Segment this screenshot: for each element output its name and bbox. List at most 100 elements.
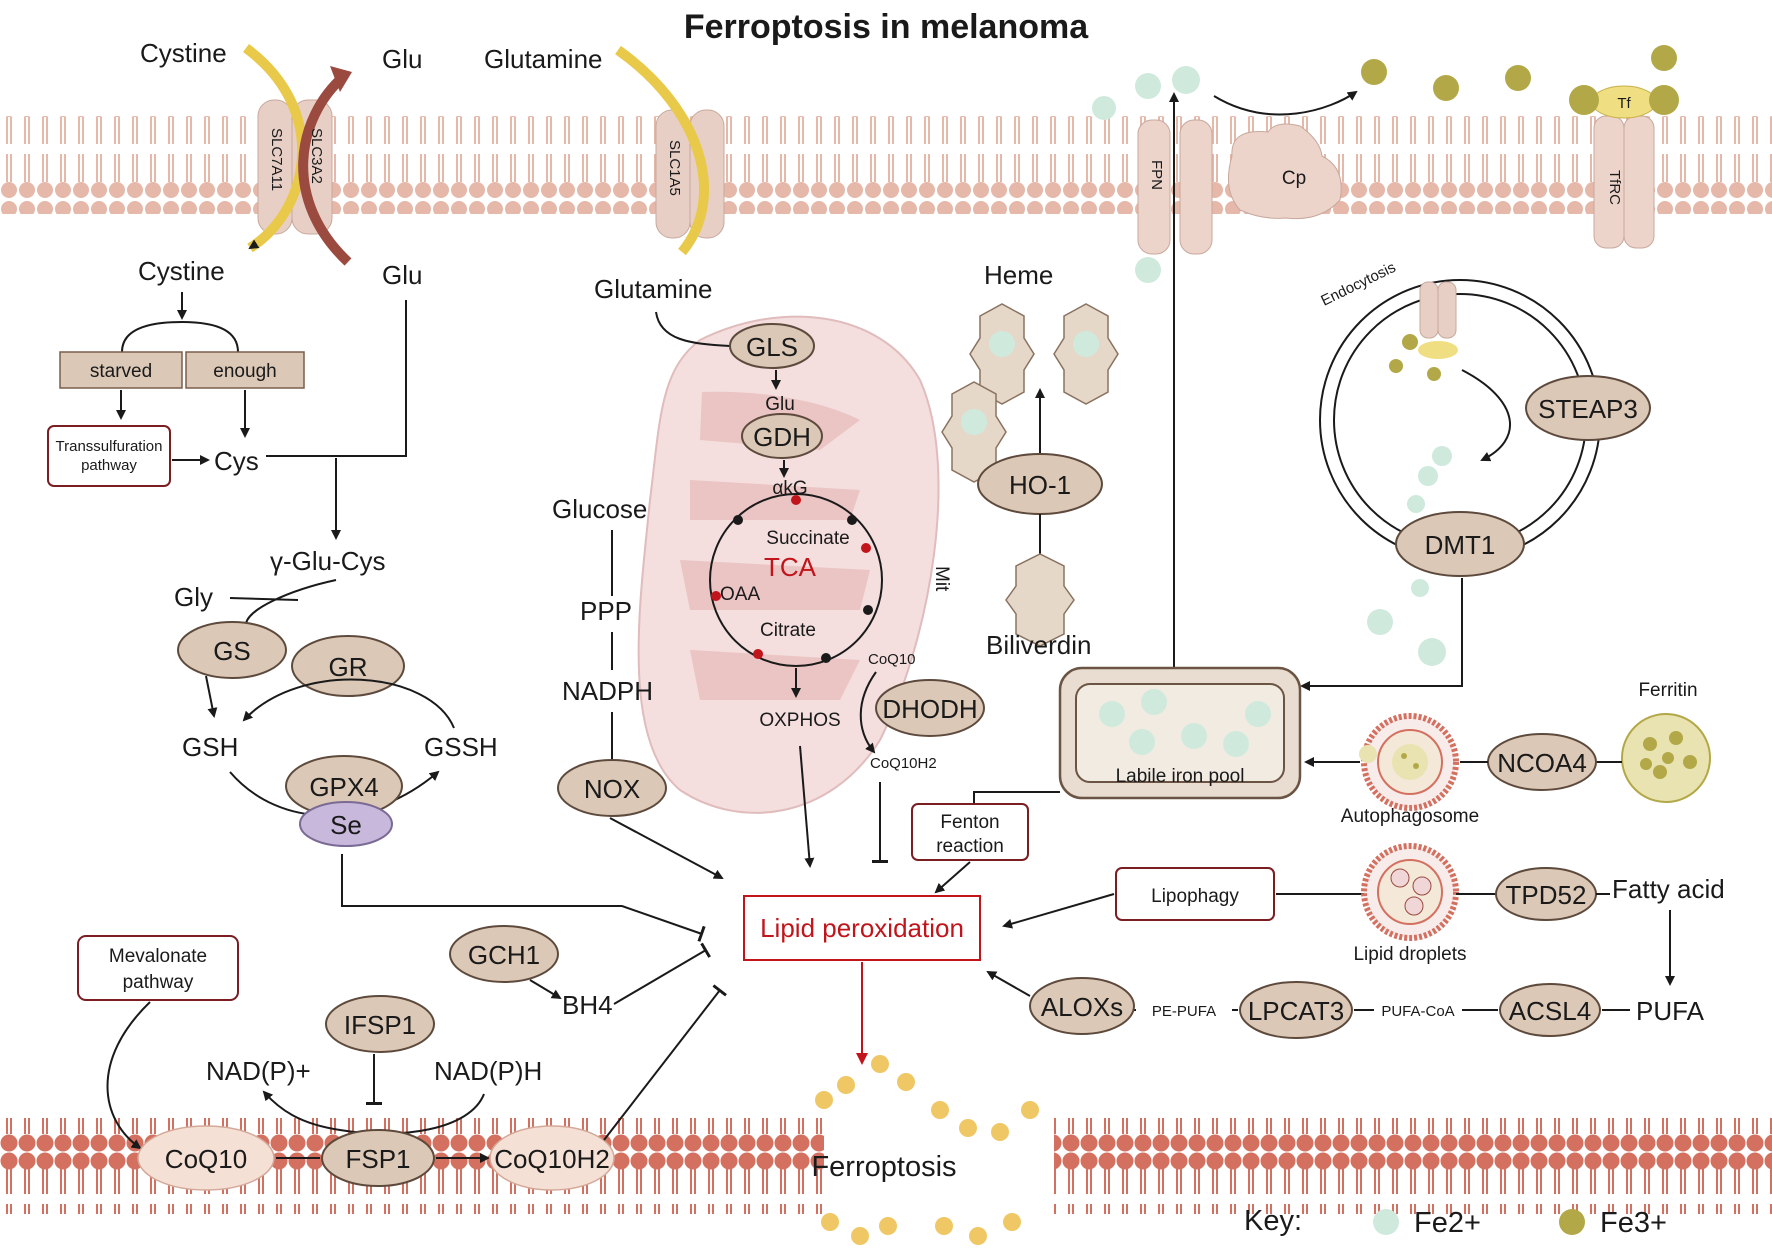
cp-protein: Cp	[1227, 123, 1342, 220]
heme-label: Heme	[984, 260, 1053, 290]
ifsp1-label: IFSP1	[344, 1010, 416, 1040]
ferroptosis-label: Ferroptosis	[811, 1151, 956, 1183]
autophagosome-label: Autophagosome	[1341, 806, 1479, 827]
mevalonate-box	[77, 935, 239, 1001]
fpn-transporter: FPN	[1137, 119, 1213, 255]
bh4-label: BH4	[562, 990, 613, 1020]
dhodh-label: DHODH	[882, 694, 977, 724]
dhodh-enzyme	[875, 679, 985, 737]
succinate-label: Succinate	[766, 528, 849, 549]
lipid-peroxidation-label: Lipid peroxidation	[760, 913, 964, 943]
fsp1-coq10h2-label: CoQ10H2	[494, 1144, 610, 1174]
enough-label: enough	[213, 361, 276, 382]
biliverdin-label: Biliverdin	[986, 630, 1092, 660]
cp-label: Cp	[1282, 168, 1306, 189]
coq10h2-membrane-node	[489, 1125, 615, 1191]
ppp-label: PPP	[580, 596, 632, 626]
endosome	[1319, 279, 1601, 561]
key-fe2-label: Fe2+	[1414, 1207, 1481, 1239]
gly-label: Gly	[174, 582, 213, 612]
tca-cycle-ring	[709, 493, 883, 667]
extracellular-fe3-ions	[1361, 45, 1677, 101]
nox-label: NOX	[584, 774, 640, 804]
gdh-label: GDH	[753, 422, 811, 452]
key-fe3-label: Fe3+	[1600, 1207, 1667, 1239]
fatty-acid-label: Fatty acid	[1612, 874, 1725, 904]
glutamine-import-arrow	[615, 45, 709, 256]
lipophagy-label: Lipophagy	[1151, 886, 1239, 907]
gr-label: GR	[329, 652, 368, 682]
mito-glutamine-label: Glutamine	[594, 274, 713, 304]
acsl4-enzyme	[1499, 983, 1601, 1037]
ifsp1-inhibitor	[325, 995, 435, 1053]
fsp1-label: FSP1	[345, 1144, 410, 1174]
biliverdin-molecule	[1005, 553, 1075, 647]
nox-enzyme	[557, 759, 667, 817]
acsl4-label: ACSL4	[1509, 996, 1591, 1026]
autophagosome	[1359, 713, 1459, 811]
steap3-enzyme	[1525, 375, 1651, 441]
key-label: Key:	[1244, 1205, 1302, 1237]
mevalonate-line2: pathway	[123, 972, 194, 993]
lpcat3-label: LPCAT3	[1248, 996, 1344, 1026]
slc7a11-label: SLC7A11	[268, 128, 285, 191]
key-fe3-swatch	[1559, 1209, 1585, 1235]
slc1a5-transporter: SLC1A5	[615, 45, 725, 256]
gamma-glu-cys-label: γ-Glu-Cys	[270, 546, 386, 576]
gs-label: GS	[213, 636, 251, 666]
oxphos-label: OXPHOS	[759, 710, 840, 731]
nadp-plus-label: NAD(P)+	[206, 1056, 311, 1086]
gsh-label: GSH	[182, 732, 238, 762]
se-cofactor	[299, 801, 393, 847]
pe-pufa-label: PE-PUFA	[1152, 1003, 1216, 1020]
cytosolic-fe2-ions	[1367, 579, 1446, 666]
fsp1-nadph-label: NAD(P)H	[434, 1056, 542, 1086]
starved-box	[59, 351, 183, 389]
dmt1-label: DMT1	[1425, 530, 1496, 560]
steap3-label: STEAP3	[1538, 394, 1638, 424]
intracellular-glu-label: Glu	[382, 260, 422, 290]
broken-membrane-lipids	[815, 1055, 1039, 1245]
gch1-label: GCH1	[468, 940, 540, 970]
lipid-droplet-vesicle	[1361, 843, 1459, 941]
lpcat3-enzyme	[1239, 981, 1353, 1039]
labile-iron-pool-label: Labile iron pool	[1116, 766, 1245, 787]
slc7a11-slc3a2-transporter: SLC7A11 SLC3A2	[243, 43, 352, 266]
se-label: Se	[330, 810, 362, 840]
fe2-to-fe3-arrow	[1213, 90, 1358, 116]
mit-label: Mit	[931, 566, 952, 592]
gpx4-inhibition-line	[341, 854, 706, 942]
gs-enzyme	[177, 621, 287, 679]
pufa-coa-label: PUFA-CoA	[1381, 1003, 1454, 1020]
fenton-line1: Fenton	[940, 812, 999, 833]
gls-label: GLS	[746, 332, 798, 362]
slc3a2-label: SLC3A2	[308, 128, 325, 184]
cys-label: Cys	[214, 446, 259, 476]
extracellular-cystine-label: Cystine	[140, 38, 227, 68]
diagram-title: Ferroptosis in melanoma	[684, 8, 1089, 46]
lipid-peroxidation-box	[743, 895, 981, 961]
lipid-droplets-label: Lipid droplets	[1353, 944, 1466, 965]
starved-label: starved	[90, 361, 152, 382]
transsulfuration-box	[47, 425, 171, 487]
mito-coq10-label: CoQ10	[868, 651, 916, 668]
intracellular-cystine-label: Cystine	[138, 256, 225, 286]
lower-membrane-right	[1054, 1118, 1772, 1214]
extracellular-glutamine-label: Glutamine	[484, 44, 603, 74]
gls-enzyme	[729, 323, 815, 369]
nadph-label: NADPH	[562, 676, 653, 706]
slc1a5-label: SLC1A5	[666, 140, 683, 196]
gpx4-label: GPX4	[309, 772, 378, 802]
aloxs-enzyme	[1029, 977, 1135, 1035]
gch1-enzyme	[449, 925, 559, 983]
tca-label: TCA	[764, 552, 817, 582]
fenton-line2: reaction	[936, 836, 1004, 857]
extracellular-fe2-ions	[1092, 66, 1200, 283]
transsulfuration-line2: pathway	[81, 457, 137, 474]
ferritin-label: Ferritin	[1638, 680, 1697, 701]
pufa-label: PUFA	[1636, 996, 1705, 1026]
mito-coq10h2-label: CoQ10H2	[870, 755, 937, 772]
tf-label: Tf	[1617, 95, 1631, 112]
